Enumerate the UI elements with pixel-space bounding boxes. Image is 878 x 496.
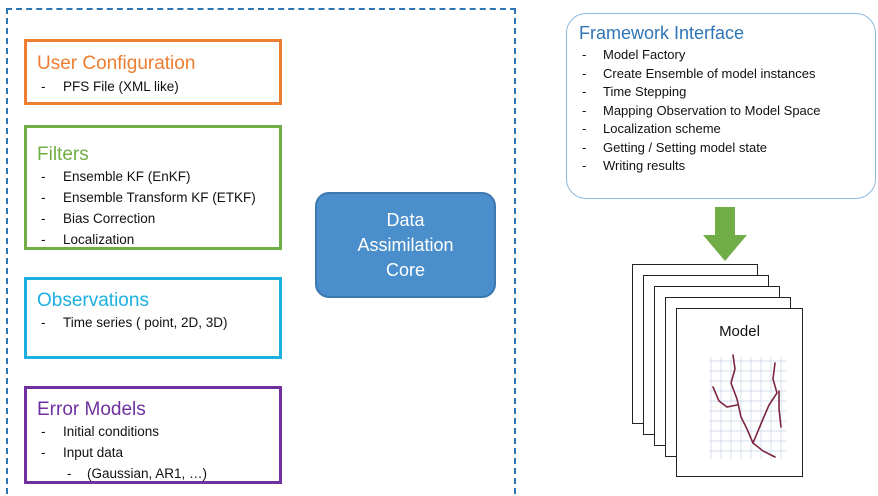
data-assimilation-core: Data Assimilation Core: [315, 192, 496, 298]
framework-item: Create Ensemble of model instances: [579, 65, 875, 84]
dashed-frame: [6, 8, 516, 494]
error-models-subitem: (Gaussian, AR1, …): [37, 463, 279, 484]
framework-item: Localization scheme: [579, 120, 875, 139]
filters-item: Localization: [37, 229, 279, 250]
error-models-item: Initial conditions: [37, 421, 279, 442]
filters-item: Ensemble KF (EnKF): [37, 166, 279, 187]
down-arrow-icon: [703, 207, 747, 261]
error-models-box: Error Models Initial conditions Input da…: [24, 386, 282, 484]
filters-item: Bias Correction: [37, 208, 279, 229]
observations-item: Time series ( point, 2D, 3D): [37, 312, 279, 333]
framework-item: Writing results: [579, 157, 875, 176]
user-configuration-item: PFS File (XML like): [37, 75, 279, 97]
user-configuration-title: User Configuration: [37, 53, 196, 74]
model-grid-sketch: [709, 354, 787, 459]
observations-title: Observations: [37, 290, 149, 311]
model-label: Model: [719, 323, 760, 340]
model-page-front: Model: [676, 308, 803, 477]
error-models-item: Input data: [37, 442, 279, 463]
error-models-title: Error Models: [37, 399, 146, 420]
framework-interface-title: Framework Interface: [579, 23, 745, 43]
framework-item: Mapping Observation to Model Space: [579, 102, 875, 121]
filters-box: Filters Ensemble KF (EnKF) Ensemble Tran…: [24, 125, 282, 250]
framework-item: Model Factory: [579, 46, 875, 65]
user-configuration-box: User Configuration PFS File (XML like): [24, 39, 282, 105]
filters-title: Filters: [37, 144, 89, 165]
observations-box: Observations Time series ( point, 2D, 3D…: [24, 277, 282, 359]
framework-interface-box: Framework Interface Model Factory Create…: [566, 13, 876, 199]
framework-item: Time Stepping: [579, 83, 875, 102]
framework-item: Getting / Setting model state: [579, 139, 875, 158]
core-label: Data Assimilation Core: [357, 209, 454, 280]
filters-item: Ensemble Transform KF (ETKF): [37, 187, 279, 208]
